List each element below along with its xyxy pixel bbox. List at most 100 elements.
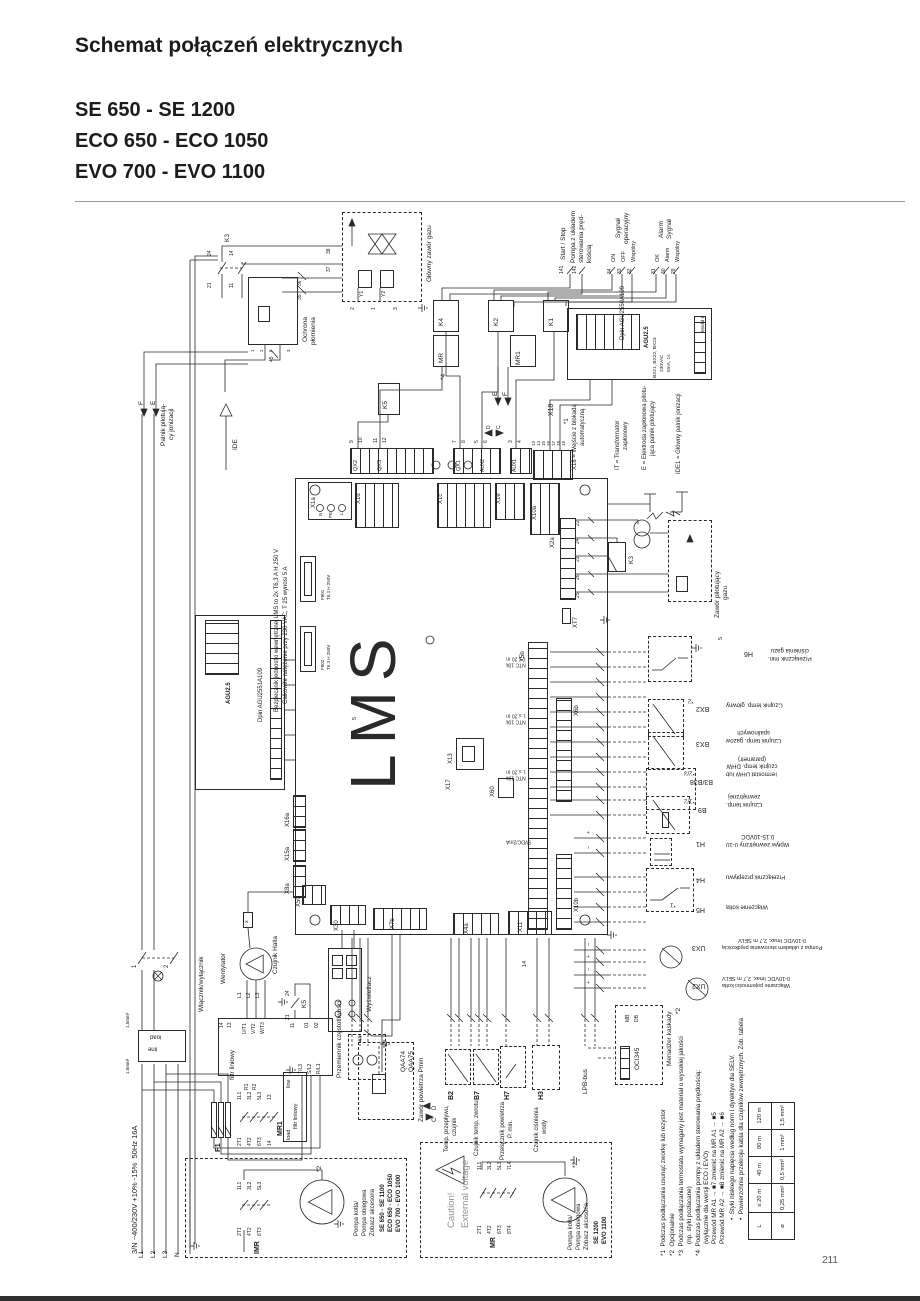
pump-a-models: SE 650 - SE 1100: [380, 1184, 386, 1232]
x50-label: X50: [296, 896, 302, 907]
connector-x10b: [556, 854, 572, 930]
valve-y2: Y2: [381, 290, 387, 297]
sign-plus: +: [586, 954, 592, 958]
relay-k1-label: K1: [548, 318, 555, 326]
caution-title: Caution!: [446, 1192, 457, 1228]
lms-title: LMS: [337, 628, 409, 790]
pin-on: ON: [611, 253, 617, 262]
x4a-label: X4a: [464, 923, 470, 934]
table-cell: ≤ 20 m: [748, 1183, 772, 1213]
pin-ok: OK: [655, 254, 661, 262]
mr1-pin: 13: [267, 1094, 273, 1100]
connector-x1c: [437, 483, 491, 528]
mr-pin: 5L3: [497, 1161, 503, 1170]
fuse-note2: Całkowite natężenie przy 230 VAC, T 25 w…: [283, 566, 289, 704]
table-cell: 80 m: [748, 1129, 772, 1157]
relay-mr: [433, 335, 459, 367]
agu-right-dpin: Dpin AGU2550A109: [620, 285, 626, 340]
converter-pin: R1: [244, 1083, 250, 1090]
k5-contact-pin: 21: [285, 1014, 291, 1020]
page-title: Schemat połączeń elektrycznych: [75, 34, 403, 57]
x1c-label: X1c: [438, 493, 444, 504]
h7-id: H7: [504, 1091, 511, 1100]
relay-k4: [433, 300, 459, 332]
gas-valve-coil-y1: [358, 270, 372, 288]
agu-right-io3: 5mA, 1s: [667, 354, 672, 372]
fuse-f801-label: F801: [320, 589, 325, 600]
f1-fuse: [225, 1102, 231, 1138]
terminal-11: 11: [373, 437, 379, 443]
x8a-label: X8a: [285, 883, 291, 894]
table-cell: 40 m: [748, 1156, 772, 1184]
cascade-label: Menadżer kaskady: [666, 1011, 673, 1066]
relay-k5-label: K5: [382, 401, 389, 409]
table-header-diameter: ⌀: [771, 1212, 795, 1240]
hall-x: x: [244, 920, 250, 923]
display-digit: [346, 968, 357, 979]
switch-contact-2: 2: [164, 964, 170, 968]
pin-off: OFF: [621, 251, 627, 262]
footnote-4: *4 Podczas podłączania pompy z układem s…: [695, 1069, 702, 1256]
fuse-note: Bezpiecznik jednostki wewnętrznej LMS to…: [274, 549, 280, 712]
oci-pin: DB: [634, 1015, 640, 1022]
fan-pin: L3: [255, 992, 261, 998]
b7-sensor-box: [473, 1049, 499, 1085]
strip-x18: [533, 450, 573, 480]
flame-guard-inner: [258, 306, 270, 322]
footnote-4b: (wyłącznie dla wersji ECO i EVO): [703, 1150, 710, 1244]
pump-a-optional: *2: [316, 1165, 323, 1172]
k5-contact-label: K5: [301, 1000, 308, 1008]
coil-k3-label: K3: [628, 556, 635, 564]
gas-valve-coil-y2: [380, 270, 394, 288]
model-range-eco: ECO 650 - ECO 1050: [75, 130, 269, 152]
pilot-burner-label2: cy jonizacji: [168, 408, 175, 440]
terminal-30: 30: [661, 268, 667, 274]
mr-pin: 4T2: [487, 1225, 493, 1234]
cable-mark: 14: [522, 960, 528, 967]
agu-right-io2: 230VAC: [660, 354, 665, 372]
x1a-label: X1a: [311, 497, 317, 508]
pump-c-optional: *2: [572, 1161, 579, 1168]
signal-label: Sygnał: [615, 218, 622, 238]
h1-input-box: [650, 838, 672, 866]
x10a-label: X10a: [532, 505, 538, 520]
alarm-label2: Sygnał: [666, 219, 673, 239]
pump-c-caption: Zobacz akcesoria: [584, 1202, 590, 1250]
agu-left-dpin: Dpin AGU2551A109: [258, 667, 264, 722]
imr-pin: 5L3: [257, 1181, 263, 1190]
oci-optional: *2: [675, 1007, 682, 1014]
main-switch-label: Włącznik/wyłącznik: [198, 956, 205, 1012]
filter2-load: load: [286, 1129, 292, 1140]
strip-qx2-qx3: [350, 448, 434, 474]
x10b-label: X10b: [574, 897, 580, 912]
display-digit: [332, 955, 343, 966]
x6b-label: X6b: [574, 705, 580, 716]
h3-sensor-box: [532, 1045, 560, 1090]
phase-l3: L3: [162, 1250, 169, 1258]
air-valve-terminal: 44: [358, 1035, 364, 1042]
model-range-se: SE 650 - SE 1200: [75, 99, 236, 121]
b2-id: B2: [448, 1091, 455, 1100]
table-cell: 120 m: [748, 1102, 772, 1130]
fan-label: Wentylator: [220, 953, 227, 984]
terminal-12: 12: [382, 437, 388, 443]
connector-x13-inner: [462, 746, 475, 762]
table-cell: 0,5 mm²: [771, 1156, 795, 1184]
alarm-label: Alarm: [658, 221, 665, 238]
imr-pin: 4T2: [247, 1227, 253, 1236]
imr-pin: 6T3: [257, 1227, 263, 1236]
terminal-8: 8: [461, 440, 467, 443]
mark-c: C: [432, 1117, 438, 1122]
x1a-pin: N: [318, 512, 323, 516]
pump-c-models: EVO 1100: [602, 1216, 608, 1244]
caution-subtitle: External voltage: [460, 1159, 471, 1228]
pin-wspolny: Wspólny: [631, 240, 637, 262]
fg-pin: 6: [268, 349, 273, 352]
mr-pin: 6T3: [497, 1225, 503, 1234]
mr-pin: 7L4: [507, 1161, 513, 1170]
fuse-f802-rating: T6.3 H 250V: [326, 644, 331, 670]
connector-x50: [302, 885, 326, 905]
legend-itb: zapłonowy: [623, 421, 629, 450]
x2a-label: X2a: [550, 537, 556, 548]
